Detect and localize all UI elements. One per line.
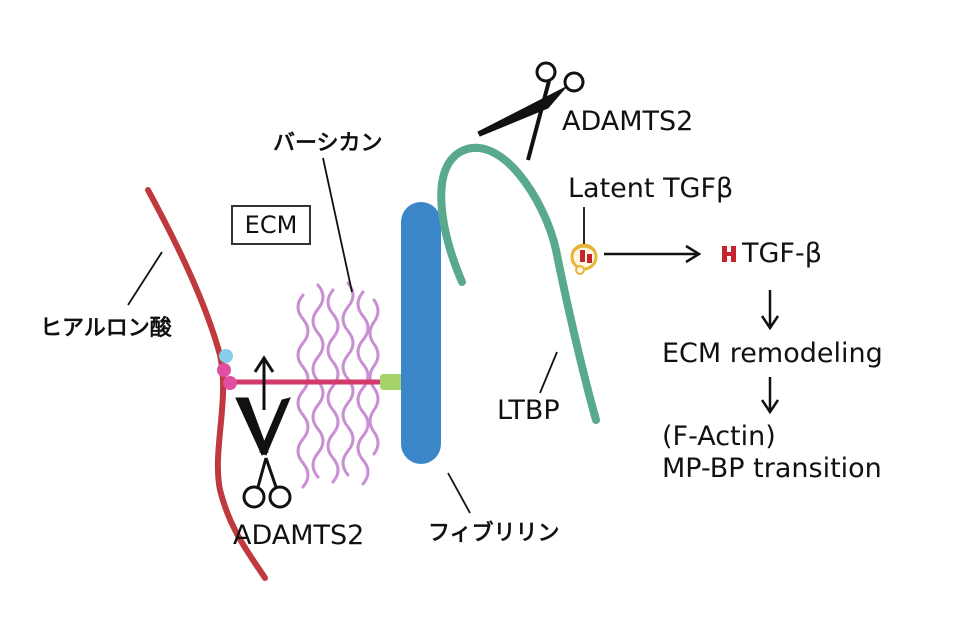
ecm-label-box: ECM <box>231 205 311 245</box>
fibrillin-rod <box>401 202 441 464</box>
connector-block <box>380 374 406 390</box>
scissors-icon <box>235 397 292 509</box>
arrow-down-icon <box>760 290 780 331</box>
arrow-right-icon <box>604 244 702 264</box>
latent-tgf-complex <box>570 243 598 275</box>
tgf-beta-label: TGF-β <box>742 238 822 269</box>
fibrillin-leader <box>447 472 471 514</box>
tgf-beta-mark <box>722 246 736 262</box>
ecm-remodeling-label: ECM remodeling <box>662 338 883 369</box>
scissors-icon <box>477 61 585 161</box>
latent-tgf-label: Latent TGFβ <box>568 173 734 204</box>
ltbp-label: LTBP <box>497 395 560 426</box>
versican-leader <box>322 157 353 293</box>
mp-bp-transition-label: MP-BP transition <box>662 453 882 484</box>
arrow-down-icon <box>760 377 780 415</box>
ecm-label: ECM <box>244 211 298 239</box>
ltbp-leader <box>539 351 558 394</box>
bead-pink <box>217 363 231 377</box>
fibrillin-label: フィブリリン <box>428 521 560 546</box>
bead-blue <box>219 349 233 363</box>
ltbp-strand <box>437 143 600 424</box>
versican-chains <box>296 281 380 489</box>
hyaluronic-acid-label: ヒアルロン酸 <box>40 316 172 341</box>
adamts2-bottom-label: ADAMTS2 <box>233 520 365 551</box>
versican-label: バーシカン <box>273 131 383 156</box>
arrow-up-icon <box>253 355 275 410</box>
bead-pink <box>223 376 237 390</box>
adamts2-top-label: ADAMTS2 <box>562 106 694 137</box>
f-actin-label: (F-Actin) <box>662 421 776 452</box>
hyaluronic-acid-leader <box>127 251 163 306</box>
hyaluronic-acid-strand <box>145 187 268 581</box>
